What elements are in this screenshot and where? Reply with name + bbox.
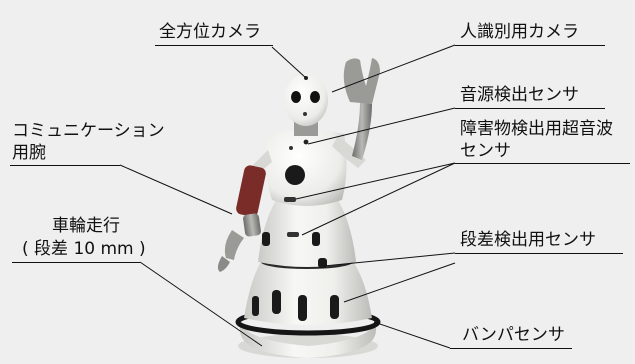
leader-wheels (139, 261, 263, 347)
step-sensor-window-1 (272, 290, 281, 314)
label-step-sensor-underline (455, 253, 623, 254)
step-sensor-window-2 (298, 295, 307, 321)
label-omni-camera-underline (155, 45, 273, 46)
label-communication-arm-1: コミュニケーション (12, 121, 165, 141)
robot-torso (265, 130, 347, 206)
ultrasonic-sensor-lower (287, 232, 299, 237)
label-communication-arm-underline (10, 165, 120, 166)
label-ultrasonic-sensor-1: 障害物検出用超音波 (460, 119, 613, 139)
ultrasonic-sensor-upper (284, 197, 296, 202)
leader-arm (119, 164, 233, 215)
label-person-id-camera-underline (455, 45, 605, 46)
right-eye (310, 91, 320, 103)
label-step-sensor: 段差検出用センサ (460, 230, 596, 250)
label-bumper-sensor: バンパセンサ (462, 325, 565, 345)
label-omni-camera: 全方位カメラ (159, 22, 261, 42)
label-communication-arm-2: 用腕 (12, 143, 46, 163)
leader-step-sensor (323, 252, 456, 267)
leader-step-sensor-2 (343, 262, 456, 303)
sound-sensor-dot (303, 139, 309, 145)
label-wheels-underline (12, 262, 140, 263)
left-eye (291, 91, 301, 103)
leader-sound-sensor (307, 107, 456, 145)
torso-speaker (285, 165, 305, 185)
label-ultrasonic-sensor-underline (455, 163, 630, 164)
label-wheels-2: ( 段差 10 mm ) (22, 239, 146, 259)
robot-left-arm (217, 150, 272, 272)
label-sound-source-sensor: 音源検出センサ (460, 85, 579, 105)
leader-person-camera (331, 44, 456, 93)
leader-ultra-1 (295, 162, 456, 200)
robot-right-arm (332, 58, 380, 168)
step-sensor-window-3 (330, 295, 339, 319)
leader-bumper (373, 321, 451, 349)
arm-sleeve (236, 165, 266, 217)
step-sensor-window-4 (252, 296, 259, 316)
robot-head (284, 74, 328, 136)
label-person-id-camera: 人識別用カメラ (460, 22, 579, 42)
label-wheels-1: 車輪走行 (52, 216, 120, 236)
leader-ultra-2 (301, 162, 456, 236)
label-ultrasonic-sensor-2: センサ (460, 141, 511, 161)
label-bumper-sensor-underline (450, 348, 572, 349)
label-sound-source-sensor-underline (455, 108, 605, 109)
leader-omni-camera (271, 46, 307, 79)
leader-lines (119, 44, 456, 349)
